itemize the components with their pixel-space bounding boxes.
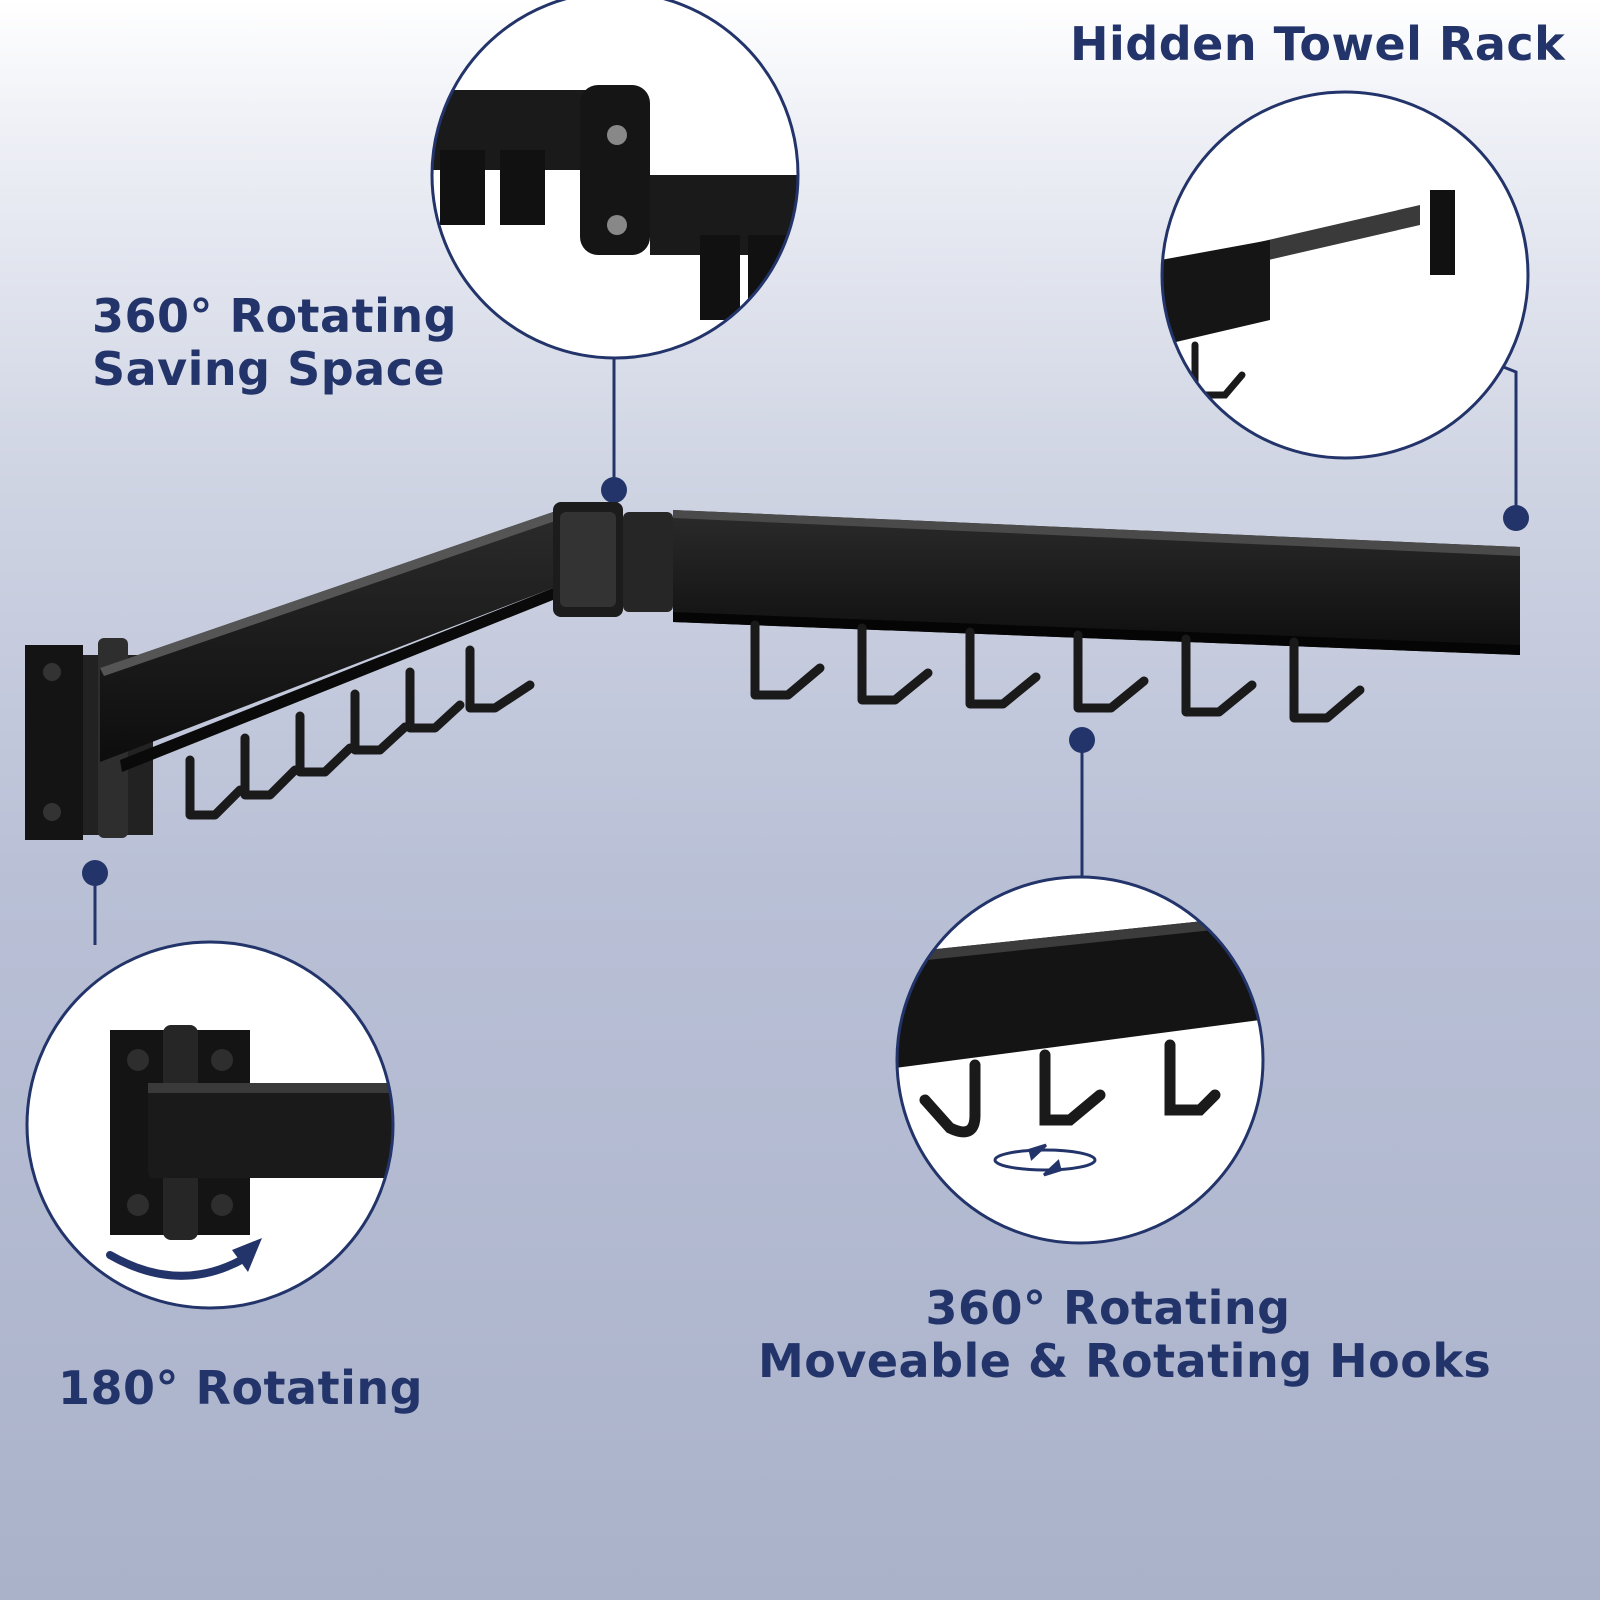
center-hinge [553,502,673,617]
callout-label-wall-mount: 180° Rotating [58,1361,424,1415]
callout-label-hooks: 360° Rotating Moveable & Rotating Hooks [758,1281,1492,1388]
arc-arrow-icon [106,1238,262,1280]
right-arm [673,510,1520,655]
left-hooks [185,645,535,820]
callout-label-saving-space: 360° Rotating Saving Space [92,290,457,396]
left-arm [100,512,558,772]
callout-rotating-hooks [895,875,1265,1245]
callout-wall-mount [25,940,395,1310]
right-hooks [750,620,1365,723]
hooks-line1: 360° Rotating [925,1281,1291,1335]
leader-dots [82,477,1529,886]
hooks-line2: Moveable & Rotating Hooks [758,1333,1492,1388]
page-title: Hidden Towel Rack [1070,17,1566,71]
saving-space-line1: 360° Rotating [92,289,458,343]
saving-space-line2: Saving Space [92,341,446,396]
callout-hinge-detail [430,0,800,360]
towel-rack-product [25,502,1520,840]
callout-hidden-towel-bar [1160,90,1530,460]
rotate-arrows-icon [993,1143,1097,1177]
